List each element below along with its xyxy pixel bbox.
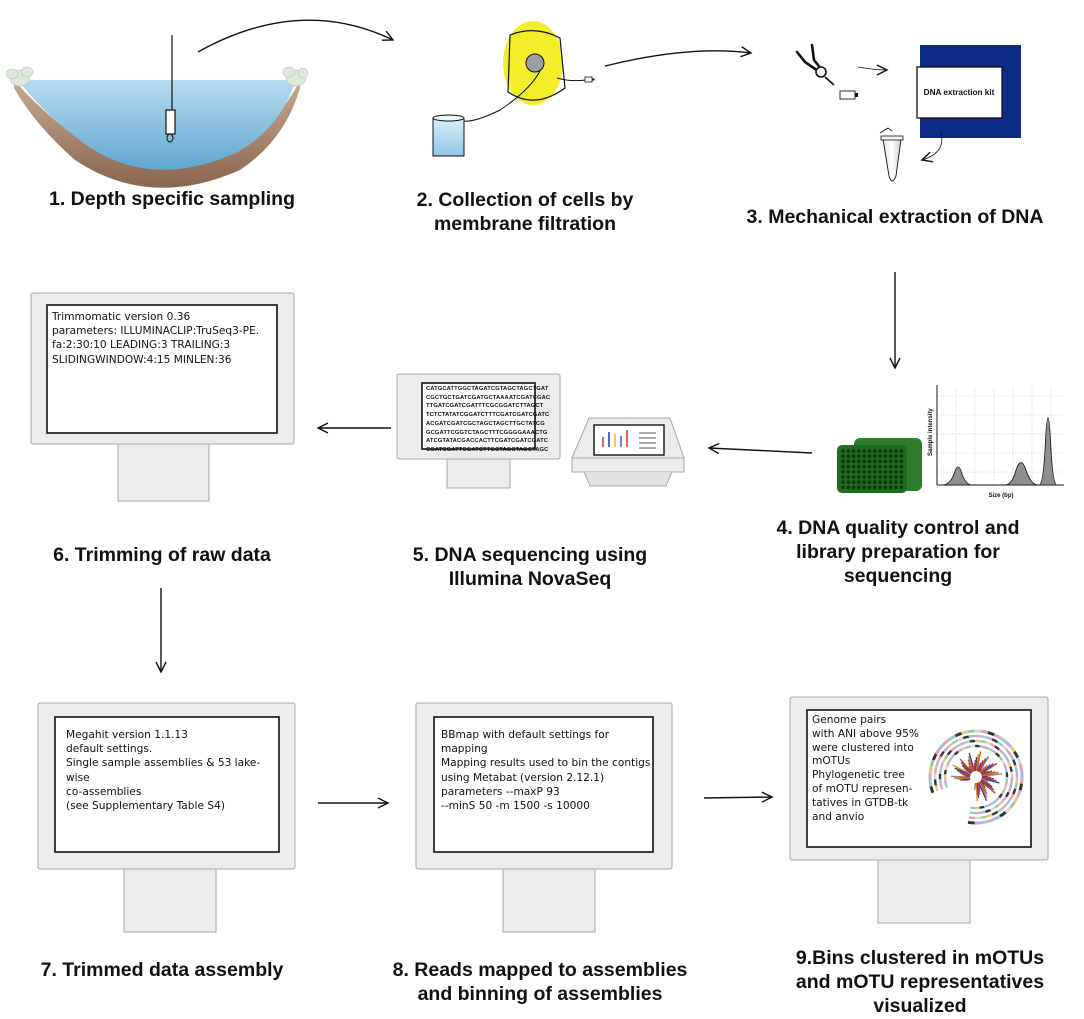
grass-right-icon	[282, 66, 309, 87]
lake-bank	[14, 80, 300, 188]
step-2-title: 2. Collection of cells by membrane filtr…	[416, 189, 634, 235]
motu-text: Genome pairs with ANI above 95% were clu…	[812, 714, 919, 823]
step-6-title: 6. Trimming of raw data	[53, 544, 271, 566]
motu-monitor	[789, 696, 1049, 924]
sequencer-screen-bars	[602, 430, 628, 447]
electropherogram: Sample intensity Size (bp)	[928, 385, 1064, 499]
pliers-icon	[795, 43, 827, 78]
bbmap-text: BBmap with default settings for mapping …	[441, 729, 651, 813]
phylogenetic-tree-icon	[928, 729, 1024, 825]
extraction-kit-label: DNA extraction kit	[924, 88, 995, 97]
arrow-2-to-3	[604, 46, 753, 67]
peak-2	[1004, 462, 1039, 486]
step-4-title: 4. DNA quality control and library prepa…	[776, 517, 1020, 587]
assembly-monitor	[37, 702, 296, 933]
arrow-1-to-2	[197, 19, 395, 53]
water-sampler-icon	[165, 109, 176, 135]
membrane-filtration-illustration	[432, 21, 595, 157]
sequence-readout: CATGCATTGGCTAGATCGTAGCTAGCTGAT CGCTGCTGA…	[426, 386, 551, 453]
arrow-4-to-5	[707, 442, 813, 455]
library-prep-illustration: Sample intensity Size (bp)	[837, 385, 1064, 499]
step-8-title: 8. Reads mapped to assemblies and binnin…	[392, 959, 688, 1005]
grass-left-icon	[5, 66, 34, 87]
novaseq-sequencer-icon	[571, 417, 685, 487]
step-9-title: 9.Bins clustered in mOTUs and mOTU repre…	[795, 947, 1045, 1017]
lake-sampling-illustration	[5, 35, 309, 188]
step-3-title: 3. Mechanical extraction of DNA	[746, 206, 1044, 228]
step-5-title: 5. DNA sequencing using Illumina NovaSeq	[412, 544, 648, 590]
peak-1	[941, 466, 973, 486]
filter-center	[525, 53, 545, 73]
electropherogram-x-label: Size (bp)	[989, 493, 1014, 499]
trimming-monitor	[30, 292, 295, 502]
beaker-icon	[432, 117, 465, 157]
megahit-text: Megahit version 1.1.13 default settings.…	[66, 729, 261, 813]
peak-3	[1038, 417, 1058, 486]
sequencing-monitor	[396, 373, 561, 489]
step-1-title: 1. Depth specific sampling	[49, 188, 295, 210]
dna-extraction-illustration: DNA extraction kit	[795, 43, 1021, 182]
lake-water	[18, 80, 296, 170]
mapping-monitor	[415, 702, 673, 933]
microtube-icon	[879, 127, 904, 182]
step-7-title: 7. Trimmed data assembly	[40, 959, 284, 981]
arrow-8-to-9	[703, 791, 774, 803]
plate-wells	[841, 449, 904, 490]
electropherogram-y-label: Sample intensity	[928, 408, 934, 456]
sample-vial-icon	[839, 90, 856, 100]
extraction-kit-box	[916, 66, 1003, 119]
filter-holder	[507, 30, 566, 101]
trimmomatic-text: Trimmomatic version 0.36 parameters: ILL…	[52, 311, 260, 366]
